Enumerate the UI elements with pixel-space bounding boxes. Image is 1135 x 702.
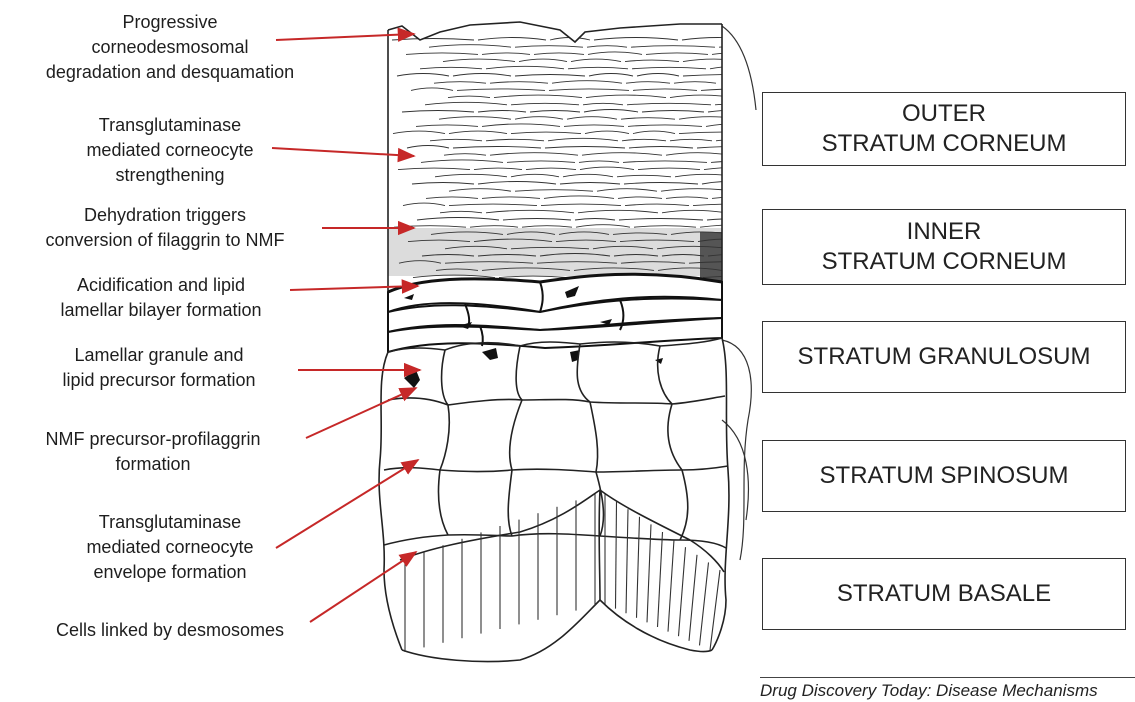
basal-column-dividers [405,494,720,652]
transition-cell-layer [388,274,722,352]
stratum-corneum-block [388,20,804,290]
annotation-profilaggrin: NMF precursor-profilaggrin formation [0,427,306,477]
basal-cell-divider [616,502,617,609]
basal-cell-divider [637,517,640,618]
annotation-arrow [306,388,416,438]
basal-cell-divider [689,555,697,641]
basal-cell-divider [626,509,628,613]
annotation-desmosomes: Cells linked by desmosomes [0,618,340,643]
annotation-lamellar-granule: Lamellar granule and lipid precursor for… [0,343,318,393]
annotation-strengthening: Transglutaminase mediated corneocyte str… [0,113,340,188]
basal-cell-divider [658,532,663,627]
corneocyte-line [712,52,790,55]
corneocyte-line [719,46,791,48]
annotation-dehydration: Dehydration triggers conversion of filag… [0,203,330,253]
annotation-acidification: Acidification and lipid lamellar bilayer… [0,273,322,323]
layer-label-outer-stratum-corneum: OUTER STRATUM CORNEUM [762,92,1126,166]
depth-contour-lines [722,26,756,560]
layer-label-stratum-spinosum: STRATUM SPINOSUM [762,440,1126,512]
source-credit: Drug Discovery Today: Disease Mechanisms [760,677,1135,702]
basal-cell-divider [668,540,674,632]
annotation-desquamation: Progressive corneodesmosomal degradation… [0,10,340,85]
epidermal-cells [379,338,729,662]
layer-label-stratum-basale: STRATUM BASALE [762,558,1126,630]
annotation-envelope: Transglutaminase mediated corneocyte env… [0,510,340,585]
layer-label-inner-stratum-corneum: INNER STRATUM CORNEUM [762,209,1126,285]
basal-cell-divider [679,547,686,636]
basal-cell-divider [700,562,709,645]
layer-label-stratum-granulosum: STRATUM GRANULOSUM [762,321,1126,393]
corneocyte-line [712,196,800,199]
